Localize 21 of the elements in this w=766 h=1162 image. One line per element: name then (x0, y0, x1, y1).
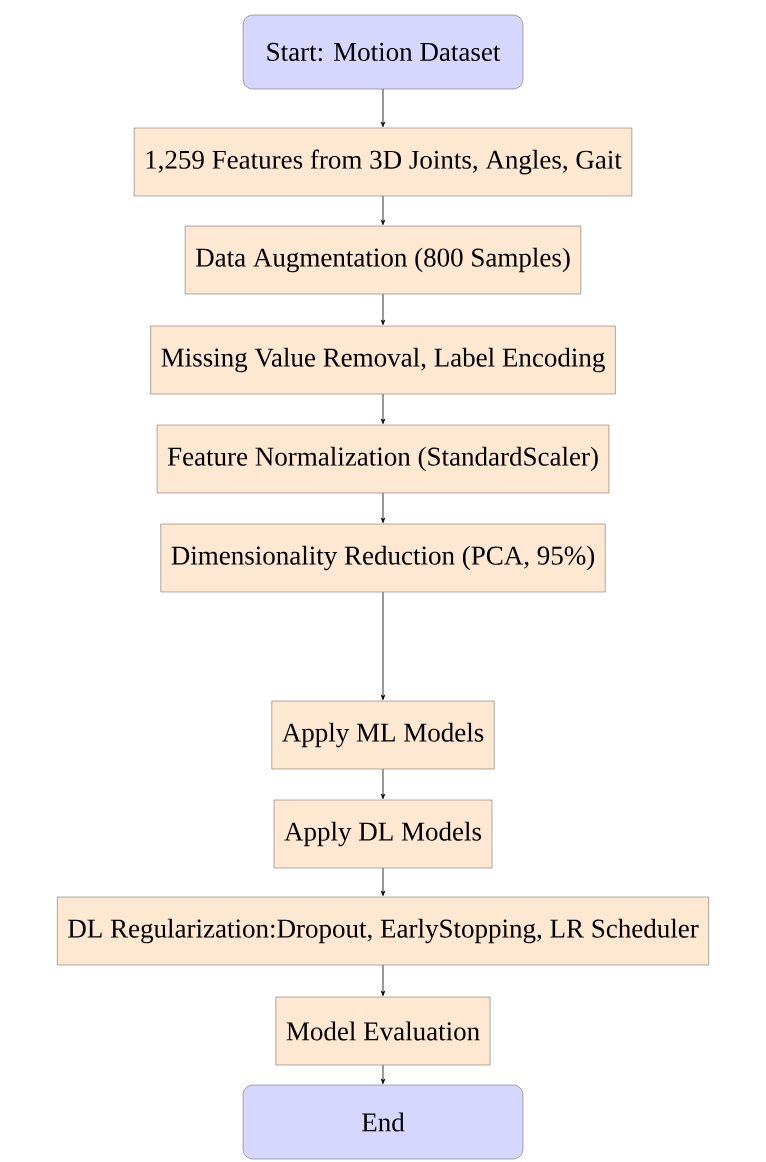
arrow (380, 1064, 386, 1085)
arrow (380, 768, 386, 800)
arrow (380, 492, 386, 524)
process-box: Data Augmentation (800 Samples) (184, 225, 582, 295)
arrow (380, 195, 386, 226)
process-box: Missing Value Removal, Label Encoding (150, 325, 616, 395)
process-box: Feature Normalization (StandardScaler) (156, 424, 610, 494)
process-box: Apply ML Models (271, 700, 495, 770)
arrow (380, 964, 386, 997)
process-box: Model Evaluation (275, 996, 491, 1066)
arrow (380, 867, 386, 897)
process-box: 1,259 Features from 3D Joints, Angles, Gait (133, 127, 633, 197)
arrow (380, 293, 386, 326)
terminal-box: Start: Motion Dataset (242, 14, 524, 90)
process-box: Dimensionality Reduction (PCA, 95%) (160, 523, 606, 593)
arrow (380, 393, 386, 425)
process-box: Apply DL Models (273, 799, 493, 869)
arrow (380, 88, 386, 128)
arrow (380, 591, 386, 701)
process-box: DL Regularization:Dropout, EarlyStopping, LR Scheduler (57, 896, 709, 966)
terminal-box: End (242, 1084, 524, 1160)
